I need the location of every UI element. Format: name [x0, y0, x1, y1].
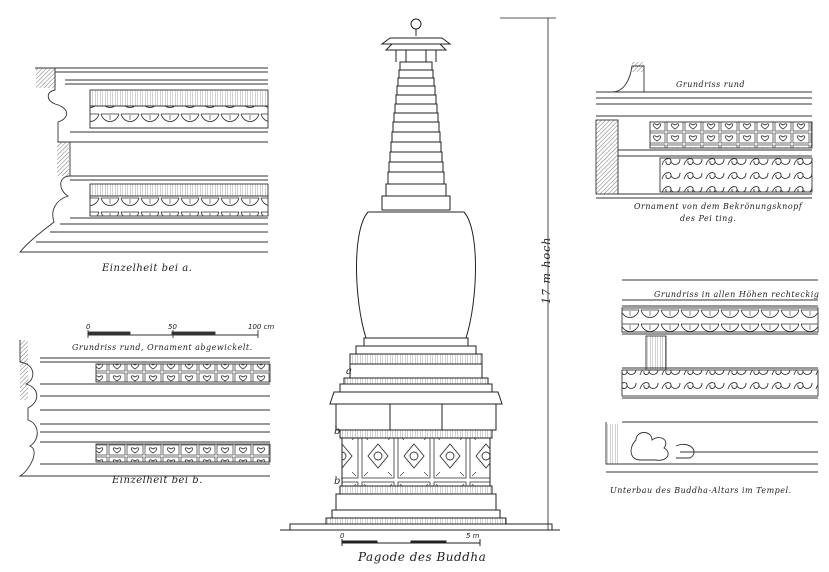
crown-ornament-drawing [595, 62, 813, 199]
pagoda-bell [356, 211, 476, 339]
caption-ornament-crown-2: des Pei ting. [680, 214, 737, 223]
caption-altar-base: Unterbau des Buddha-Altars im Tempel. [610, 486, 792, 495]
altar-base-drawing [605, 279, 819, 473]
caption-plan-round-ornament: Grundriss rund, Ornament abgewickelt. [72, 343, 253, 352]
marker-a: a [346, 366, 352, 377]
pagoda-drawing [280, 17, 560, 546]
caption-pagoda-title: Pagode des Buddha [358, 550, 487, 564]
detail-b-drawing [18, 330, 271, 477]
caption-ornament-crown: Ornament von dem Bekrönungsknopf [634, 202, 803, 211]
scale-label-5-m: 5 m [466, 532, 480, 540]
detail-a-drawing [19, 67, 269, 253]
caption-detail-b: Einzelheit bei b. [112, 475, 203, 486]
scale-label-0-m: 0 [340, 532, 345, 540]
scale-bar-cm [87, 330, 259, 338]
marker-b-upper: b [334, 426, 341, 437]
height-label: 17 m hoch [540, 236, 553, 304]
spire-rings [381, 61, 451, 211]
caption-plan-rectangular: Grundriss in allen Höhen rechteckig [654, 290, 820, 299]
scale-label-0-cm: 0 [86, 323, 91, 331]
caption-plan-round-right: Grundriss rund [676, 80, 746, 89]
marker-b-lower: b [334, 476, 341, 487]
caption-detail-a: Einzelheit bei a. [102, 263, 193, 274]
scale-bar-m [341, 539, 481, 546]
scale-label-50-cm: 50 [168, 323, 177, 331]
scale-label-100-cm: 100 cm [248, 323, 275, 331]
